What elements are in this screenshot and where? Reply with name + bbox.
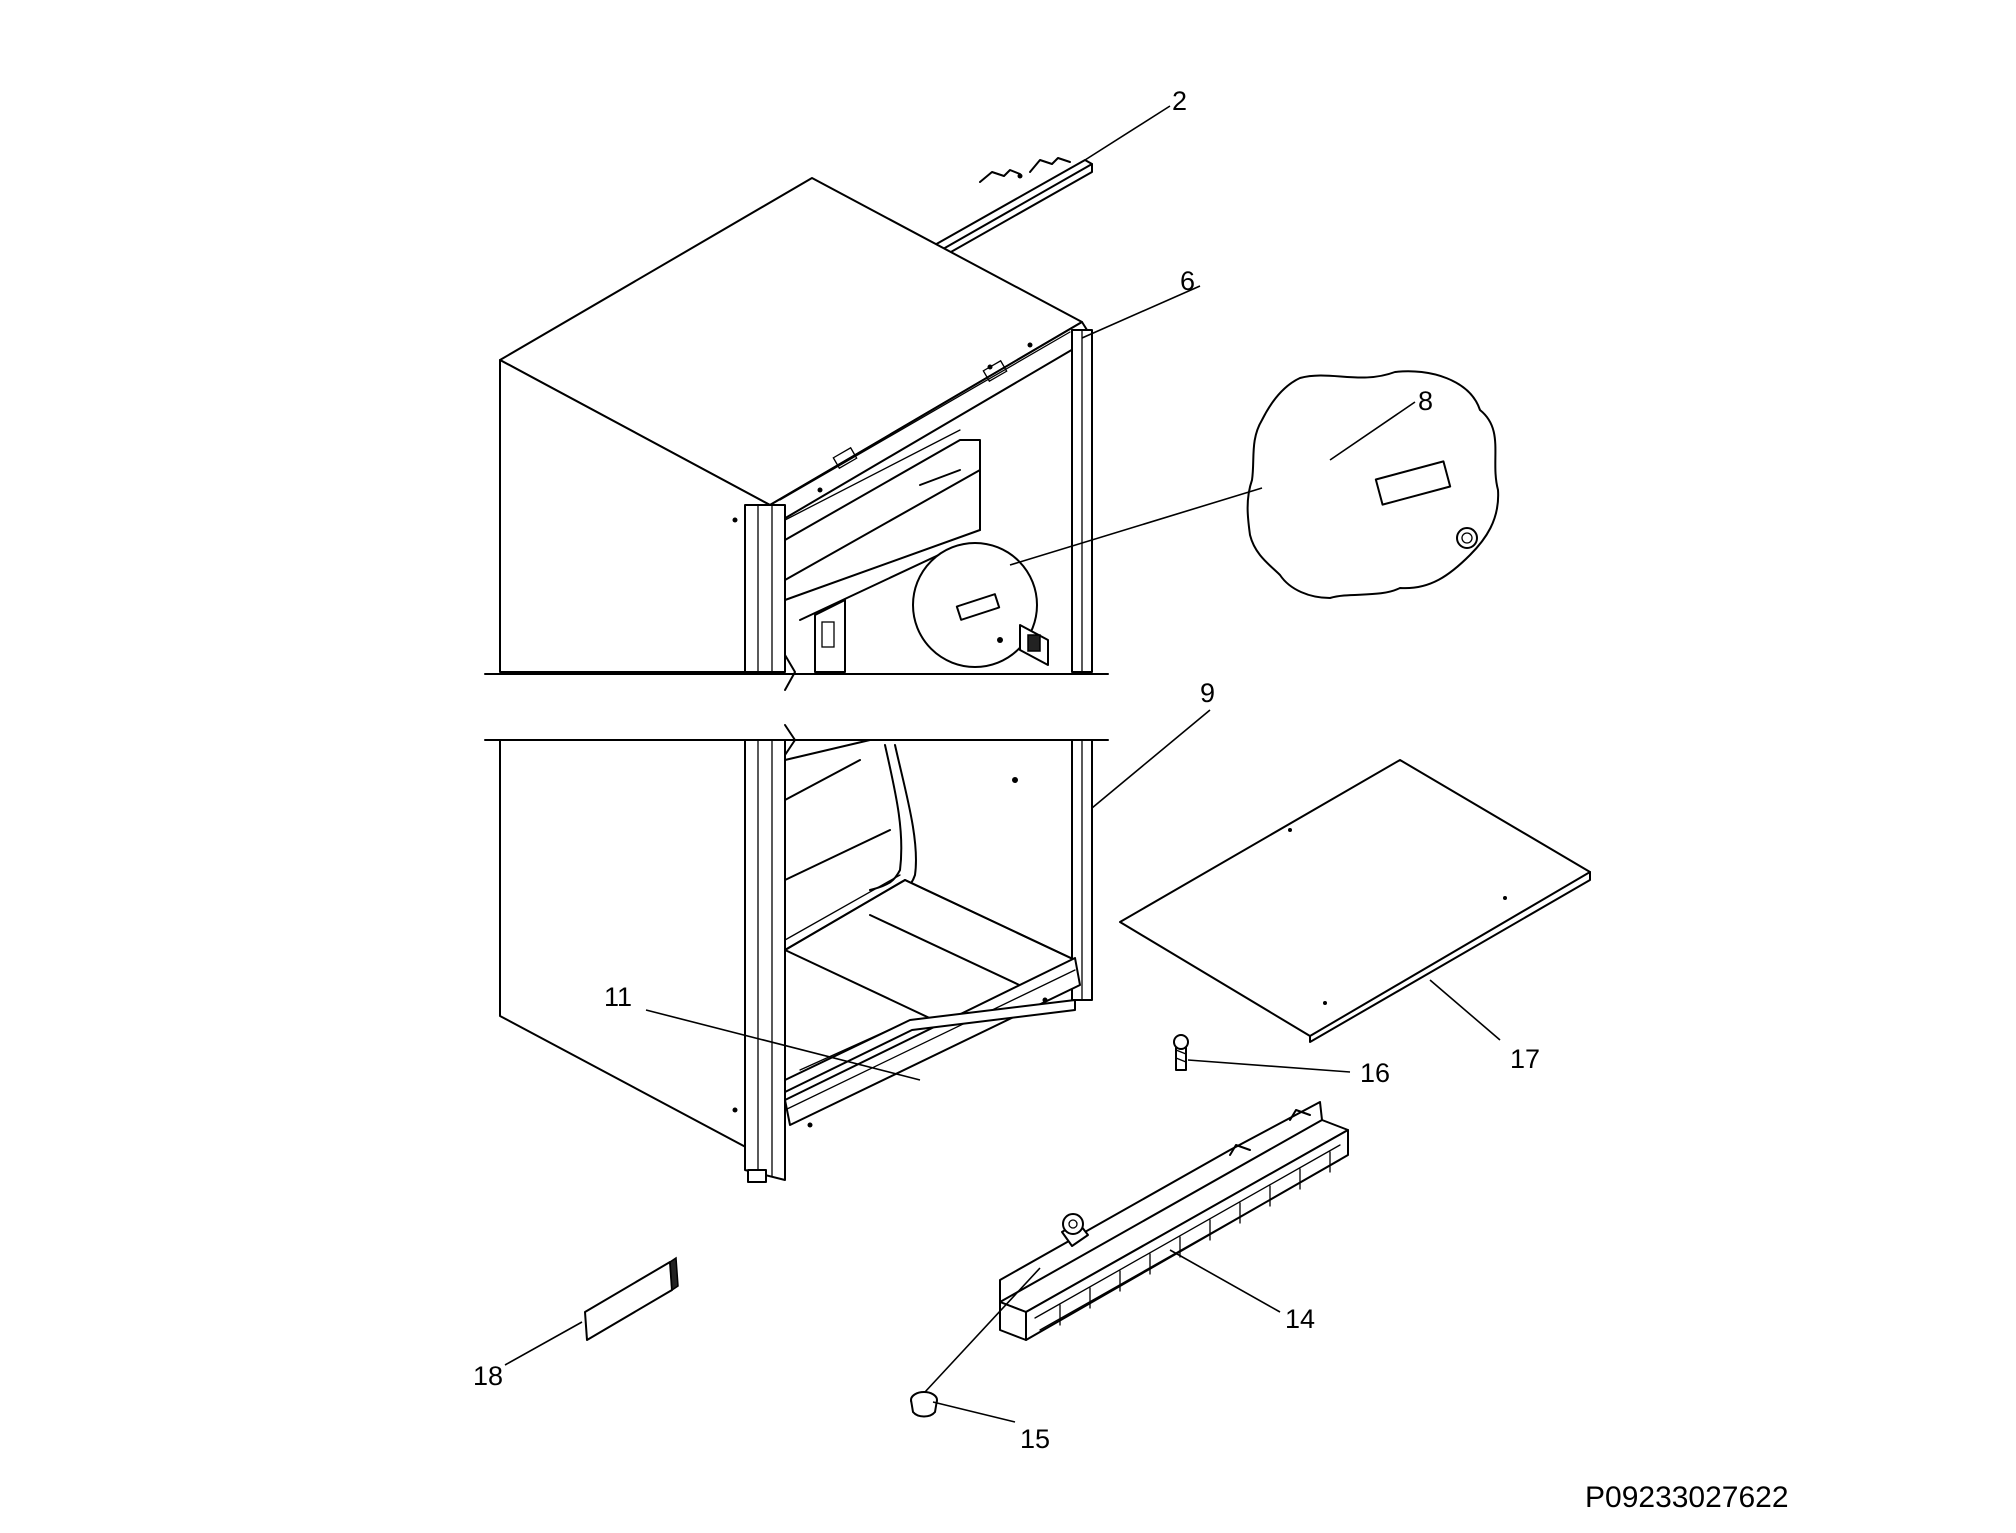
zoom-connector-line xyxy=(1009,487,1263,566)
callout-8: 8 xyxy=(1418,386,1433,416)
part-14-toe-grille xyxy=(999,1101,1349,1341)
callout-14: 14 xyxy=(1285,1304,1315,1334)
callout-15: 15 xyxy=(1020,1424,1050,1454)
cabinet-body xyxy=(484,177,1110,1183)
callout-11: 11 xyxy=(604,982,632,1012)
document-number: P09233027622 xyxy=(1585,1481,1789,1514)
part-15-plug xyxy=(910,1391,938,1418)
leader-lines xyxy=(504,105,1501,1423)
part-16-screw xyxy=(1173,1034,1189,1071)
callout-labels: 2 6 8 9 11 14 15 16 17 18 xyxy=(473,86,1540,1454)
part-8-label-zoom-inset xyxy=(1246,370,1500,599)
callout-6: 6 xyxy=(1180,266,1195,296)
callout-17: 17 xyxy=(1510,1044,1540,1074)
callout-18: 18 xyxy=(473,1361,503,1391)
callout-9: 9 xyxy=(1200,678,1215,708)
callout-2: 2 xyxy=(1172,86,1187,116)
callout-16: 16 xyxy=(1360,1058,1390,1088)
part-17-panel xyxy=(1119,759,1591,1043)
part-18-label xyxy=(584,1256,679,1341)
